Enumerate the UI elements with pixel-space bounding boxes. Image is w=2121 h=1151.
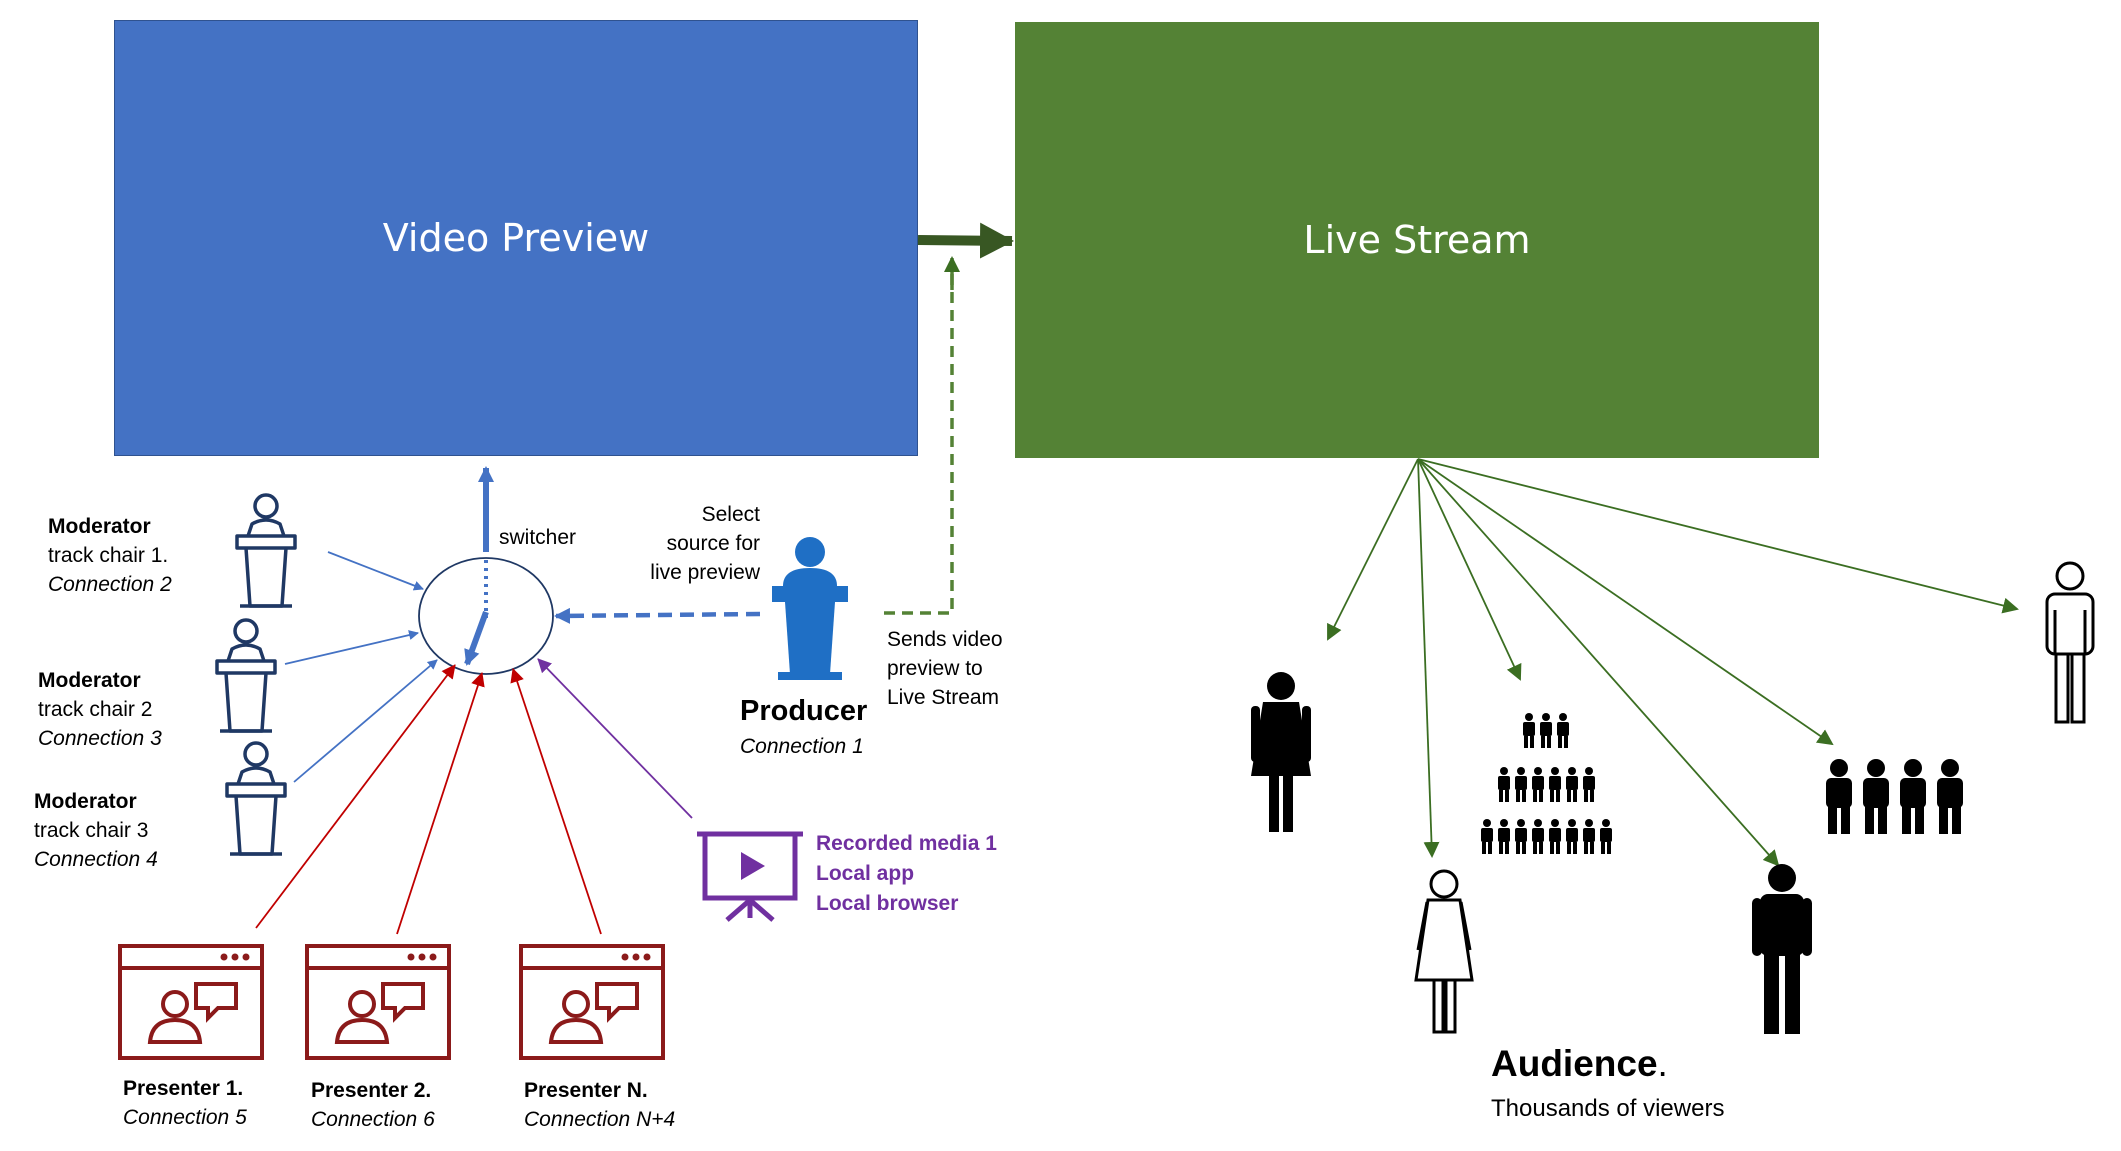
audience-arrow-5 bbox=[1417, 458, 1834, 746]
presenterN-label: Presenter N. Connection N+4 bbox=[524, 1076, 675, 1134]
presenter2-connection: Connection 6 bbox=[311, 1108, 435, 1131]
video-preview-box: Video Preview bbox=[114, 20, 918, 456]
moderator2-connection: Connection 3 bbox=[38, 727, 162, 750]
presenterN-arrow bbox=[510, 668, 602, 935]
media-line-2: Local app bbox=[816, 862, 915, 885]
audience-arrow-3 bbox=[1417, 458, 1522, 681]
presenter2-label: Presenter 2. Connection 6 bbox=[311, 1076, 435, 1134]
select-line-2: source for bbox=[666, 532, 760, 555]
producer-title-text: Producer bbox=[740, 695, 868, 727]
live-stream-box: Live Stream bbox=[1015, 22, 1819, 458]
person-silhouette-icon bbox=[1414, 869, 1474, 1034]
person-silhouette-icon bbox=[2045, 561, 2095, 724]
presenter2-arrow bbox=[396, 672, 485, 935]
presenter1-name: Presenter 1. bbox=[123, 1077, 244, 1100]
moderator3-track: track chair 3 bbox=[34, 819, 149, 842]
presenterN-name: Presenter N. bbox=[524, 1079, 648, 1102]
video-preview-label: Video Preview bbox=[382, 216, 650, 260]
media-arrow bbox=[537, 658, 693, 819]
moderator3-connection: Connection 4 bbox=[34, 848, 158, 871]
media-label: Recorded media 1 Local app Local browser bbox=[816, 829, 997, 919]
podium-person-filled-icon bbox=[772, 537, 848, 680]
moderator1-role: Moderator bbox=[48, 515, 151, 538]
moderator1-arrow bbox=[327, 551, 424, 591]
moderator3-label: Moderator track chair 3 Connection 4 bbox=[34, 787, 158, 874]
presenter1-arrow bbox=[255, 664, 456, 929]
audience-arrow-1 bbox=[1327, 458, 1419, 641]
producer-connection-text: Connection 1 bbox=[740, 735, 864, 758]
moderator1-track: track chair 1. bbox=[48, 544, 169, 567]
moderator2-arrow bbox=[284, 630, 419, 665]
media-line-1: Recorded media 1 bbox=[816, 832, 997, 855]
podium-person-outline-icon bbox=[225, 741, 287, 856]
audience-arrow-4 bbox=[1417, 458, 1780, 867]
presenter1-label: Presenter 1. Connection 5 bbox=[123, 1074, 247, 1132]
preview-to-stream-arrow bbox=[917, 222, 1014, 259]
podium-person-outline-icon bbox=[235, 493, 297, 608]
select-line-1: Select bbox=[701, 503, 760, 526]
audience-arrow-6 bbox=[1417, 458, 2019, 614]
moderator2-role: Moderator bbox=[38, 669, 141, 692]
audience-subtitle: Thousands of viewers bbox=[1491, 1095, 1725, 1122]
audience-title: Audience. bbox=[1491, 1042, 1668, 1086]
sends-line-2: preview to bbox=[887, 657, 983, 680]
people-group-icon bbox=[1826, 759, 1963, 834]
presenter2-name: Presenter 2. bbox=[311, 1079, 432, 1102]
person-silhouette-icon bbox=[1752, 864, 1812, 1034]
switcher-needle bbox=[464, 610, 489, 666]
switcher-label: switcher bbox=[499, 526, 577, 549]
producer-send-line bbox=[884, 260, 954, 615]
moderator2-track: track chair 2 bbox=[38, 698, 153, 721]
moderator1-connection: Connection 2 bbox=[48, 573, 172, 596]
person-silhouette-icon bbox=[1251, 672, 1311, 832]
producer-select-arrow bbox=[554, 607, 761, 624]
sends-video-label: Sends video preview to Live Stream bbox=[887, 625, 1003, 712]
podium-person-outline-icon bbox=[215, 618, 277, 733]
presenter-window-icon bbox=[519, 944, 665, 1060]
audience-title-suffix: . bbox=[1657, 1043, 1668, 1084]
moderator2-label: Moderator track chair 2 Connection 3 bbox=[38, 666, 162, 753]
projector-play-icon bbox=[697, 834, 803, 920]
crowd-pyramid-icon bbox=[1481, 713, 1612, 854]
moderator3-role: Moderator bbox=[34, 790, 137, 813]
sends-line-1: Sends video bbox=[887, 628, 1003, 651]
live-stream-label: Live Stream bbox=[1303, 218, 1531, 262]
audience-arrow-2 bbox=[1417, 458, 1440, 858]
presenter-window-icon bbox=[118, 944, 264, 1060]
media-line-3: Local browser bbox=[816, 892, 959, 915]
presenterN-connection: Connection N+4 bbox=[524, 1108, 676, 1131]
switcher-circle bbox=[418, 557, 554, 675]
moderator1-label: Moderator track chair 1. Connection 2 bbox=[48, 512, 172, 599]
sends-line-3: Live Stream bbox=[887, 686, 1000, 709]
producer-title: Producer bbox=[740, 693, 867, 729]
producer-connection: Connection 1 bbox=[740, 732, 864, 761]
select-line-3: live preview bbox=[650, 561, 760, 584]
presenter-window-icon bbox=[305, 944, 451, 1060]
moderator3-arrow bbox=[293, 659, 438, 783]
presenter1-connection: Connection 5 bbox=[123, 1106, 247, 1129]
producer-select-label: Select source for live preview bbox=[600, 500, 760, 587]
audience-title-text: Audience bbox=[1491, 1043, 1658, 1084]
